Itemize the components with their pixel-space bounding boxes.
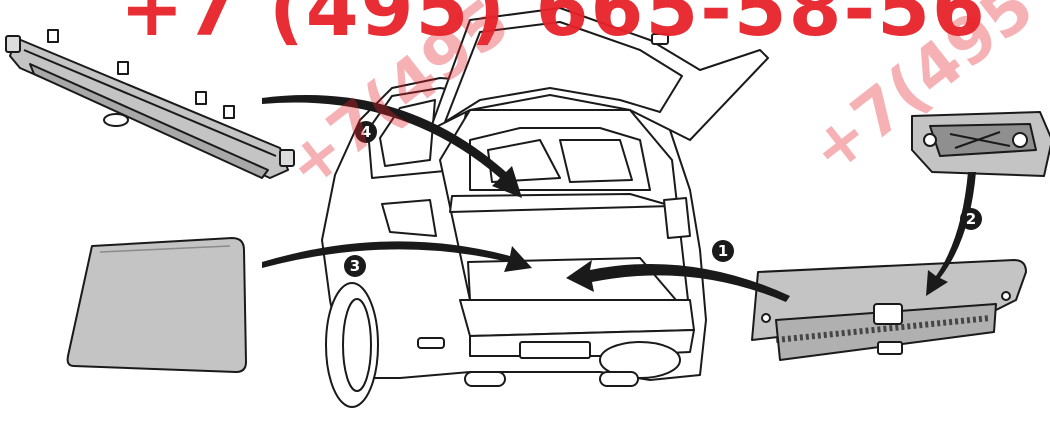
tool-tray-part <box>912 112 1050 176</box>
callout-label-1: 1 <box>718 242 728 260</box>
callout-badge-3: 3 <box>344 255 366 277</box>
callout-badge-1: 1 <box>712 240 734 262</box>
callout-badge-2: 2 <box>960 208 982 230</box>
luggage-cover-part <box>6 30 294 178</box>
callout-label-2: 2 <box>966 210 976 228</box>
cargo-mat-part <box>68 238 246 372</box>
car-rear-view <box>322 8 768 407</box>
callout-badge-4: 4 <box>355 121 377 143</box>
callout-label-4: 4 <box>361 123 371 141</box>
callout-label-3: 3 <box>350 257 360 275</box>
floor-board-part <box>752 260 1026 360</box>
